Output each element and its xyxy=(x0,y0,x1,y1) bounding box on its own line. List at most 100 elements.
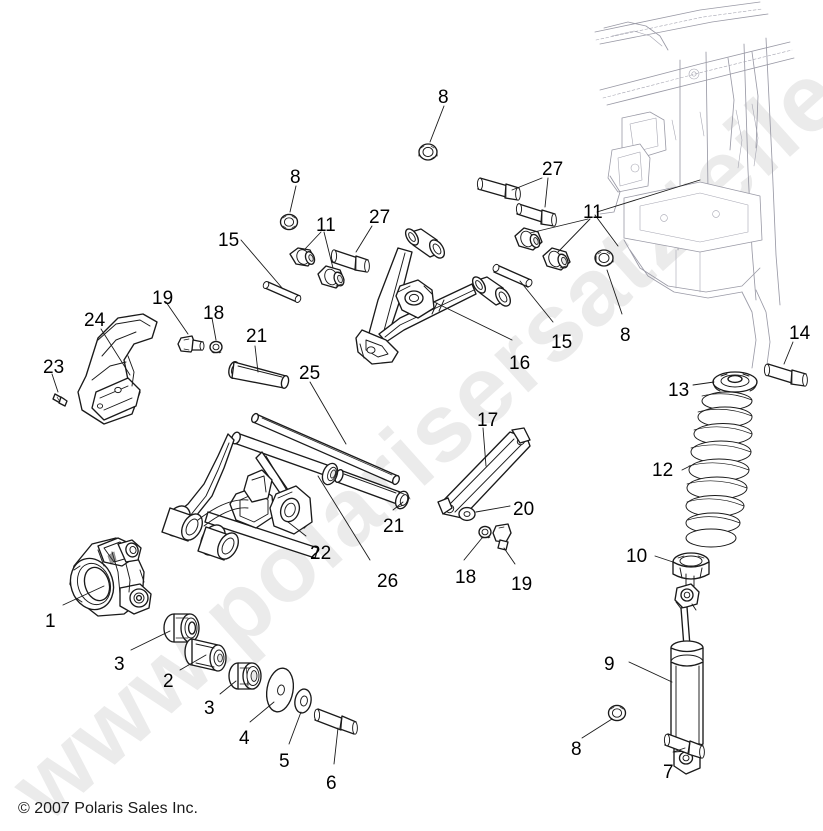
leader-21-left xyxy=(254,345,259,373)
part-8-flange-nut-right xyxy=(594,249,614,267)
part-8-flange-nut-lower xyxy=(607,704,627,722)
callout-8-lower: 8 xyxy=(571,739,582,760)
part-14-bolt xyxy=(763,363,808,387)
leader-20 xyxy=(475,505,511,513)
part-11-bushing-right-a xyxy=(514,227,543,251)
callout-18-right: 18 xyxy=(455,567,477,588)
callout-13: 13 xyxy=(668,380,690,401)
callout-10: 10 xyxy=(626,546,648,567)
callout-21-right: 21 xyxy=(383,516,405,537)
leader-8-top xyxy=(429,105,445,143)
leader-17 xyxy=(482,427,487,467)
callout-16: 16 xyxy=(509,353,531,374)
callout-25: 25 xyxy=(299,363,321,384)
part-10-spring-retainer xyxy=(672,552,710,587)
leader-15-left xyxy=(240,239,284,290)
part-20-washer xyxy=(458,506,476,522)
callout-23: 23 xyxy=(43,357,65,378)
leader-10 xyxy=(654,555,674,563)
part-19-bolt-right xyxy=(492,523,512,551)
part-23-screw xyxy=(52,393,68,407)
callout-6: 6 xyxy=(326,773,337,794)
leader-18-right xyxy=(463,537,483,561)
callout-22: 22 xyxy=(310,543,332,564)
callout-26: 26 xyxy=(377,571,399,592)
part-2-bushing-sleeve xyxy=(184,638,227,672)
leader-18-left xyxy=(211,317,217,341)
leader-27-right-b xyxy=(544,177,549,208)
part-19-bolt-left xyxy=(177,335,205,353)
callout-11-left: 11 xyxy=(316,215,336,236)
part-11-bushing-left-b xyxy=(317,265,345,289)
callout-27-left: 27 xyxy=(369,207,391,228)
part-15-spacer-right xyxy=(492,263,533,288)
leader-2 xyxy=(179,654,207,671)
leader-27-right-a xyxy=(511,177,543,191)
leader-25 xyxy=(309,381,347,445)
part-18-nut-right xyxy=(478,525,492,539)
callout-3-upper: 3 xyxy=(114,654,125,675)
leader-12 xyxy=(681,465,691,471)
callout-24: 24 xyxy=(84,310,106,331)
callout-7: 7 xyxy=(663,762,674,783)
part-8-flange-nut-top xyxy=(418,143,438,161)
part-6-hex-bolt xyxy=(313,708,358,735)
leader-23 xyxy=(51,373,59,393)
callout-8-left: 8 xyxy=(290,167,301,188)
leader-14 xyxy=(783,341,794,365)
leader-7 xyxy=(672,747,686,753)
leader-4 xyxy=(249,701,275,723)
part-1-bearing-carrier xyxy=(69,537,152,617)
leader-19-left xyxy=(165,301,189,335)
leader-1 xyxy=(62,585,105,606)
callout-20: 20 xyxy=(513,499,535,520)
part-3-bearing-upper xyxy=(163,613,200,643)
copyright-notice: © 2007 Polaris Sales Inc. xyxy=(18,800,198,817)
callout-4: 4 xyxy=(239,728,250,749)
leader-16 xyxy=(433,301,513,341)
part-8-flange-nut-left xyxy=(279,213,299,231)
leader-21-right xyxy=(392,501,404,511)
part-3-bearing-lower xyxy=(228,662,262,690)
leader-9 xyxy=(628,661,673,683)
callout-17: 17 xyxy=(477,410,499,431)
part-18-nut-left xyxy=(209,340,223,354)
leader-8-lower xyxy=(581,718,613,739)
part-4-large-washer xyxy=(265,667,295,713)
callout-19-right: 19 xyxy=(511,574,533,595)
part-16-upper-control-arm xyxy=(355,228,512,365)
leader-3-lower xyxy=(219,680,237,695)
leader-5 xyxy=(288,711,302,745)
part-7-bolt xyxy=(663,733,705,759)
part-11-bushing-left-a xyxy=(289,247,316,267)
leader-15-right xyxy=(519,280,554,323)
leader-13 xyxy=(692,381,715,386)
callout-1: 1 xyxy=(45,611,56,632)
callout-15-right: 15 xyxy=(551,332,573,353)
part-11-bushing-right-b xyxy=(542,247,571,271)
callout-21-left: 21 xyxy=(246,326,268,347)
part-27-bolt-right-b xyxy=(515,203,557,227)
callout-15-left: 15 xyxy=(218,230,240,251)
part-5-small-washer xyxy=(294,688,312,714)
leader-11-right-b xyxy=(557,218,591,253)
callout-3-lower: 3 xyxy=(204,698,215,719)
leader-27-left xyxy=(355,225,373,253)
part-9-shock-absorber xyxy=(670,583,704,775)
callout-18-left: 18 xyxy=(203,303,225,324)
callout-2: 2 xyxy=(163,671,174,692)
callout-27-right: 27 xyxy=(542,159,564,180)
leader-22 xyxy=(287,521,307,537)
leader-11-left-a xyxy=(304,231,322,250)
callout-12: 12 xyxy=(652,460,674,481)
leader-11-right-a xyxy=(529,218,589,234)
part-25-pivot-shaft xyxy=(251,412,400,486)
callout-8-right: 8 xyxy=(620,325,631,346)
callout-5: 5 xyxy=(279,751,290,772)
callout-11-right: 11 xyxy=(583,202,603,223)
leader-11-left-b xyxy=(323,231,334,269)
part-17-radius-rod xyxy=(437,427,531,519)
callout-19-left: 19 xyxy=(152,288,174,309)
callout-8-top: 8 xyxy=(438,87,449,108)
